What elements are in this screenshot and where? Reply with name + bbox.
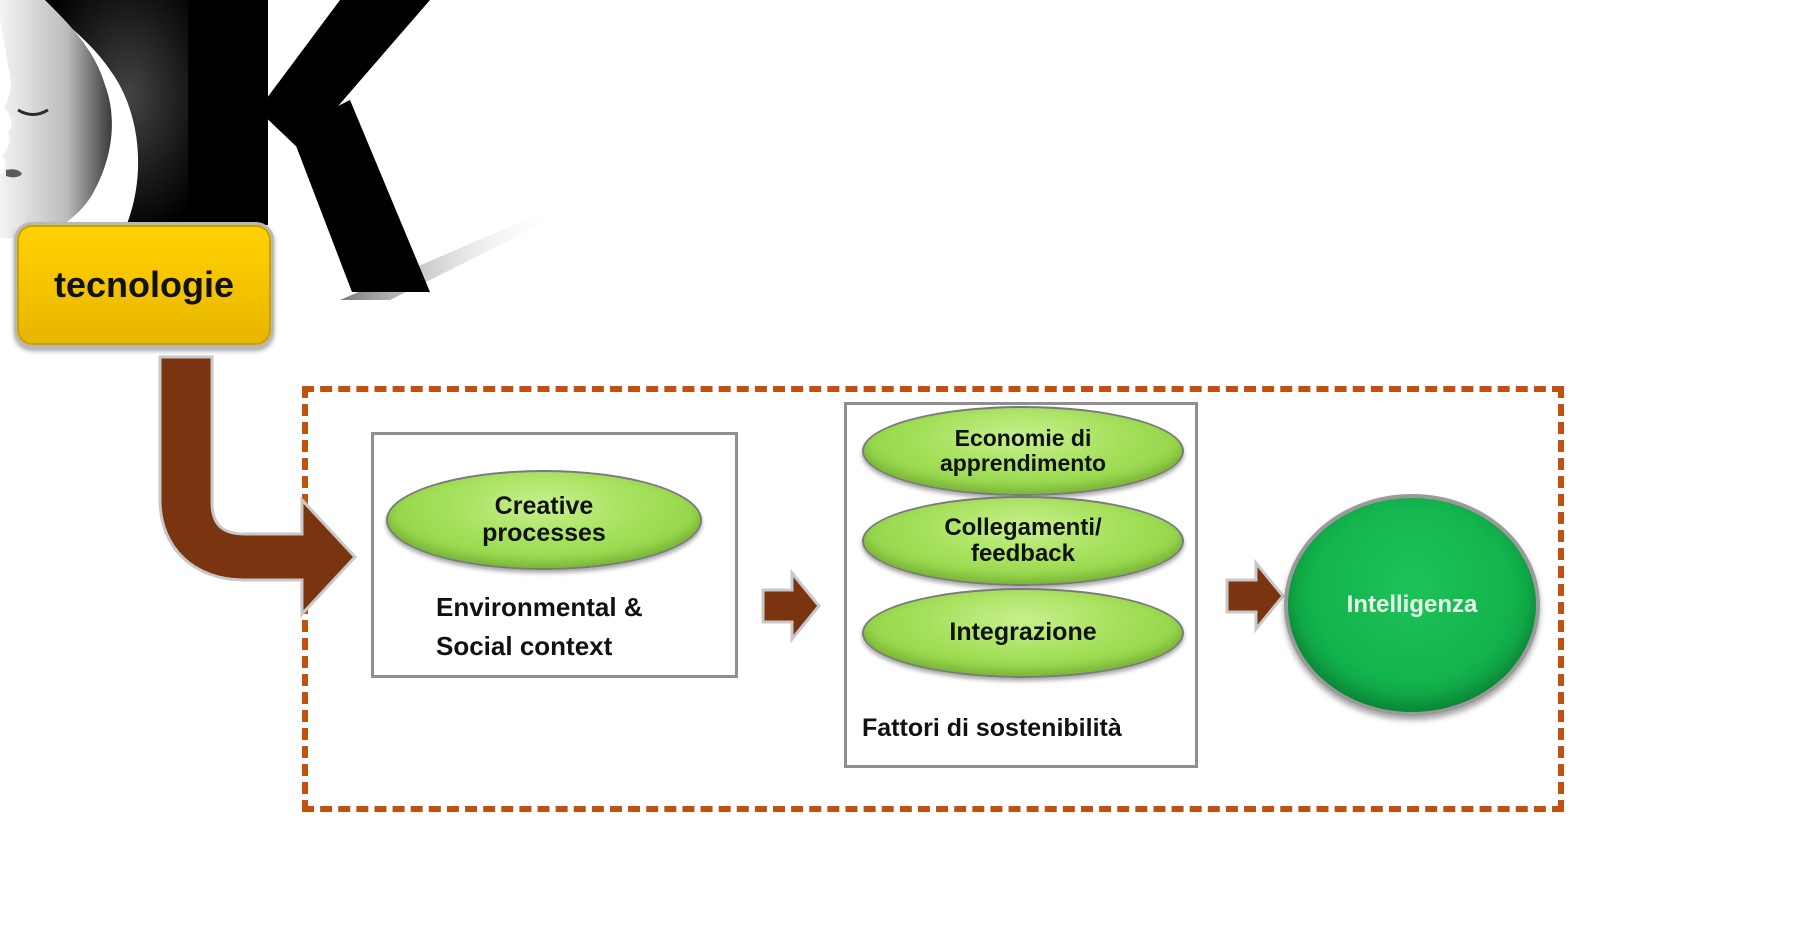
collegamenti-label-line1: Collegamenti/ <box>944 513 1102 541</box>
hair-shape <box>40 0 200 240</box>
economie-node: Economie di apprendimento <box>862 406 1184 496</box>
face-profile <box>0 0 112 238</box>
economie-label-line2: apprendimento <box>939 450 1107 476</box>
lips <box>6 169 22 178</box>
creative-processes-node: Creative processes <box>386 470 702 570</box>
integrazione-label: Integrazione <box>949 618 1097 647</box>
economie-label-line1: Economie di <box>954 424 1092 451</box>
integrazione-node: Integrazione <box>862 588 1184 678</box>
arrow-right-icon-1 <box>761 568 821 644</box>
arrow-right-icon-2 <box>1225 558 1285 634</box>
eye-line <box>17 108 49 116</box>
collegamenti-node: Collegamenti/ feedback <box>862 496 1184 586</box>
bent-arrow-icon <box>158 355 358 618</box>
creative-processes-label-line1: Creative <box>494 491 594 520</box>
k-letter-logo <box>188 0 430 292</box>
intelligenza-node: Intelligenza <box>1284 494 1540 716</box>
context-label-line1: Environmental & <box>436 592 643 622</box>
collegamenti-label-line2: feedback <box>970 540 1076 567</box>
tecnologie-box: tecnologie <box>14 222 274 348</box>
hero-logo-image <box>0 0 560 300</box>
intelligenza-label: Intelligenza <box>1346 591 1478 618</box>
tecnologie-label: tecnologie <box>53 264 235 305</box>
context-label: Environmental & Social context <box>436 588 643 666</box>
creative-processes-label-line2: processes <box>482 519 606 547</box>
sustainability-caption: Fattori di sostenibilità <box>862 714 1122 742</box>
context-label-line2: Social context <box>436 631 613 661</box>
